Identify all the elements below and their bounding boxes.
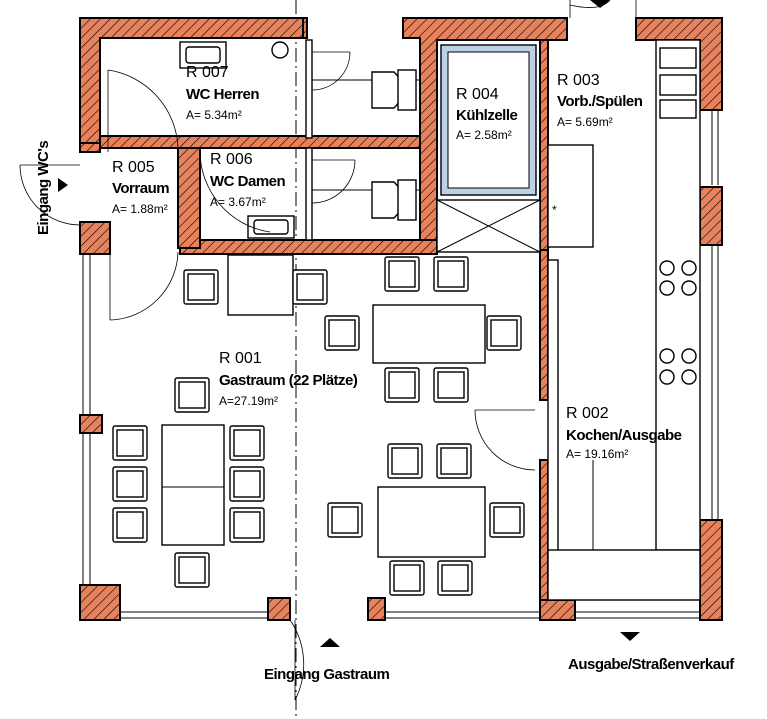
room-name: Vorraum <box>112 180 169 197</box>
chairs <box>112 256 525 596</box>
tables <box>161 254 486 558</box>
entrance-guest-label: Eingang Gastraum <box>264 666 390 683</box>
room-name: Kochen/Ausgabe <box>566 427 682 444</box>
entrance-arrows <box>58 0 640 647</box>
room-number: R 001 <box>219 350 262 367</box>
room-label-r001: R 001 Gastraum (22 Plätze) A=27.19m² <box>219 350 358 408</box>
room-label-r006: R 006 WC Damen A= 3.67m² <box>210 151 286 209</box>
room-name: Vorb./Spülen <box>557 93 643 110</box>
room-number: R 005 <box>112 159 155 176</box>
room-name: WC Herren <box>186 86 259 103</box>
window-walls <box>82 110 719 619</box>
walls <box>79 17 723 621</box>
room-number: R 004 <box>456 86 499 103</box>
room-name: Gastraum (22 Plätze) <box>219 372 358 389</box>
room-label-r002: R 002 Kochen/Ausgabe A= 19.16m² <box>566 405 682 461</box>
partitions <box>200 39 541 253</box>
room-area: A=27.19m² <box>219 394 278 408</box>
room-area: A= 1.88m² <box>112 202 168 216</box>
entrance-wc-arrow-icon <box>58 178 68 192</box>
room-number: R 007 <box>186 64 229 81</box>
room-area: A= 2.58m² <box>456 128 512 142</box>
entrance-guest-arrow-icon <box>320 638 340 647</box>
room-number: R 006 <box>210 151 253 168</box>
room-name: Kühlzelle <box>456 107 518 124</box>
room-area: A= 5.34m² <box>186 108 242 122</box>
room-label-r004: R 004 Kühlzelle A= 2.58m² <box>456 86 518 142</box>
street-sales-arrow-icon <box>620 632 640 641</box>
room-label-r007: R 007 WC Herren A= 5.34m² <box>186 64 260 122</box>
street-sales-label: Ausgabe/Straßenverkauf <box>568 656 735 673</box>
sanitary-fixtures <box>179 41 417 239</box>
entrance-wc-label: Eingang WC's <box>35 141 52 235</box>
doors <box>19 0 637 701</box>
room-number: R 003 <box>557 72 600 89</box>
room-label-r003: R 003 Vorb./Spülen A= 5.69m² <box>557 72 643 129</box>
room-name: WC Damen <box>210 173 286 190</box>
asterisk-mark: * <box>552 203 557 217</box>
room-label-r005: R 005 Vorraum A= 1.88m² <box>112 159 170 216</box>
room-area: A= 3.67m² <box>210 195 266 209</box>
kitchen-fixtures: * <box>547 39 701 601</box>
room-number: R 002 <box>566 405 609 422</box>
room-area: A= 5.69m² <box>557 115 613 129</box>
room-area: A= 19.16m² <box>566 447 628 461</box>
